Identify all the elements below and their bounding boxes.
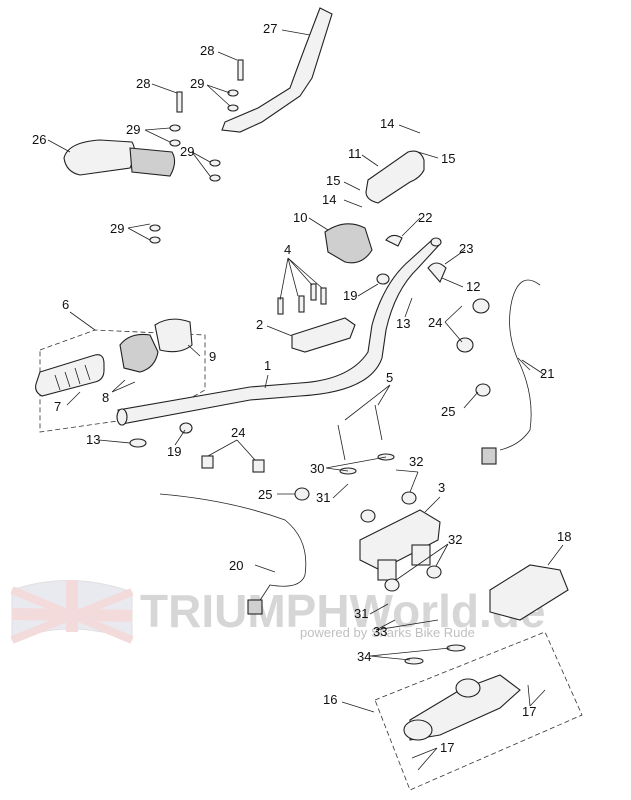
left-switch-housing	[119, 318, 193, 373]
callout-20: 20	[229, 558, 243, 573]
callout-14-upper: 14	[380, 116, 394, 131]
callout-29-left: 29	[126, 122, 140, 137]
callout-1: 1	[264, 358, 271, 373]
callout-26: 26	[32, 132, 46, 147]
callout-17-right: 17	[522, 704, 536, 719]
callout-6: 6	[62, 297, 69, 312]
bolts-5	[337, 404, 383, 461]
leader-lines	[47, 29, 564, 771]
callout-24-right: 24	[428, 315, 442, 330]
callout-12: 12	[466, 279, 480, 294]
callout-32-upper: 32	[409, 454, 423, 469]
clamp-22	[385, 234, 403, 247]
watermark-tagline: powered by Sharks Bike Rude	[300, 625, 475, 640]
callout-27: 27	[263, 21, 277, 36]
watermark-brand: TRIUMPHWorld.de	[140, 585, 545, 637]
callout-25-right: 25	[441, 404, 455, 419]
callout-16: 16	[323, 692, 337, 707]
left-grip	[35, 354, 105, 397]
callout-33: 33	[373, 624, 387, 639]
callout-24-left: 24	[231, 425, 245, 440]
right-grip	[365, 150, 425, 204]
harness-20	[159, 493, 307, 609]
callout-30: 30	[310, 461, 324, 476]
callout-15-left: 15	[326, 173, 340, 188]
callout-32-lower: 32	[448, 532, 462, 547]
callout-21: 21	[540, 366, 554, 381]
lever-27	[221, 7, 333, 133]
reservoir-26	[63, 139, 176, 177]
callout-9: 9	[209, 349, 216, 364]
watermark: TRIUMPHWorld.de powered by Sharks Bike R…	[10, 580, 545, 644]
callout-10: 10	[293, 210, 307, 225]
callout-17-lower: 17	[440, 740, 454, 755]
callout-29-mid: 29	[180, 144, 194, 159]
callout-31-upper: 31	[316, 490, 330, 505]
callout-3: 3	[438, 480, 445, 495]
callout-4: 4	[284, 242, 291, 257]
callout-31-lower: 31	[354, 606, 368, 621]
right-switch-housing	[324, 223, 373, 264]
riser-clamp-3	[359, 509, 441, 581]
callout-13-right: 13	[396, 316, 410, 331]
union-jack-logo	[10, 580, 134, 644]
connector-21	[481, 447, 497, 465]
callout-11: 11	[348, 146, 362, 161]
callout-14-lower: 14	[322, 192, 336, 207]
callout-7: 7	[54, 399, 61, 414]
cover-18	[489, 564, 569, 621]
bracket-23	[427, 262, 447, 284]
callout-28-upper: 28	[200, 43, 214, 58]
lower-yoke-16	[403, 674, 521, 741]
harness-21	[499, 279, 541, 451]
callout-29-lower: 29	[110, 221, 124, 236]
callout-19-lower: 19	[167, 444, 181, 459]
callout-15-right: 15	[441, 151, 455, 166]
callout-18: 18	[557, 529, 571, 544]
callout-numbers: 27 28 28 29 29 29 29 26 14 15 11 15 14 1…	[32, 21, 571, 755]
callout-19-upper: 19	[343, 288, 357, 303]
callout-22: 22	[418, 210, 432, 225]
handlebar	[116, 237, 442, 426]
clamp-block	[291, 317, 356, 353]
callout-28-lower: 28	[136, 76, 150, 91]
callout-2: 2	[256, 317, 263, 332]
callout-8: 8	[102, 390, 109, 405]
callout-13-left: 13	[86, 432, 100, 447]
callout-25-left: 25	[258, 487, 272, 502]
bolts-4	[277, 283, 327, 315]
small-hardware	[129, 59, 491, 665]
callout-23: 23	[459, 241, 473, 256]
group-box-lower-yoke	[374, 631, 583, 791]
callout-5: 5	[386, 370, 393, 385]
connector-20	[247, 599, 263, 615]
callout-34: 34	[357, 649, 371, 664]
callout-29-upper: 29	[190, 76, 204, 91]
